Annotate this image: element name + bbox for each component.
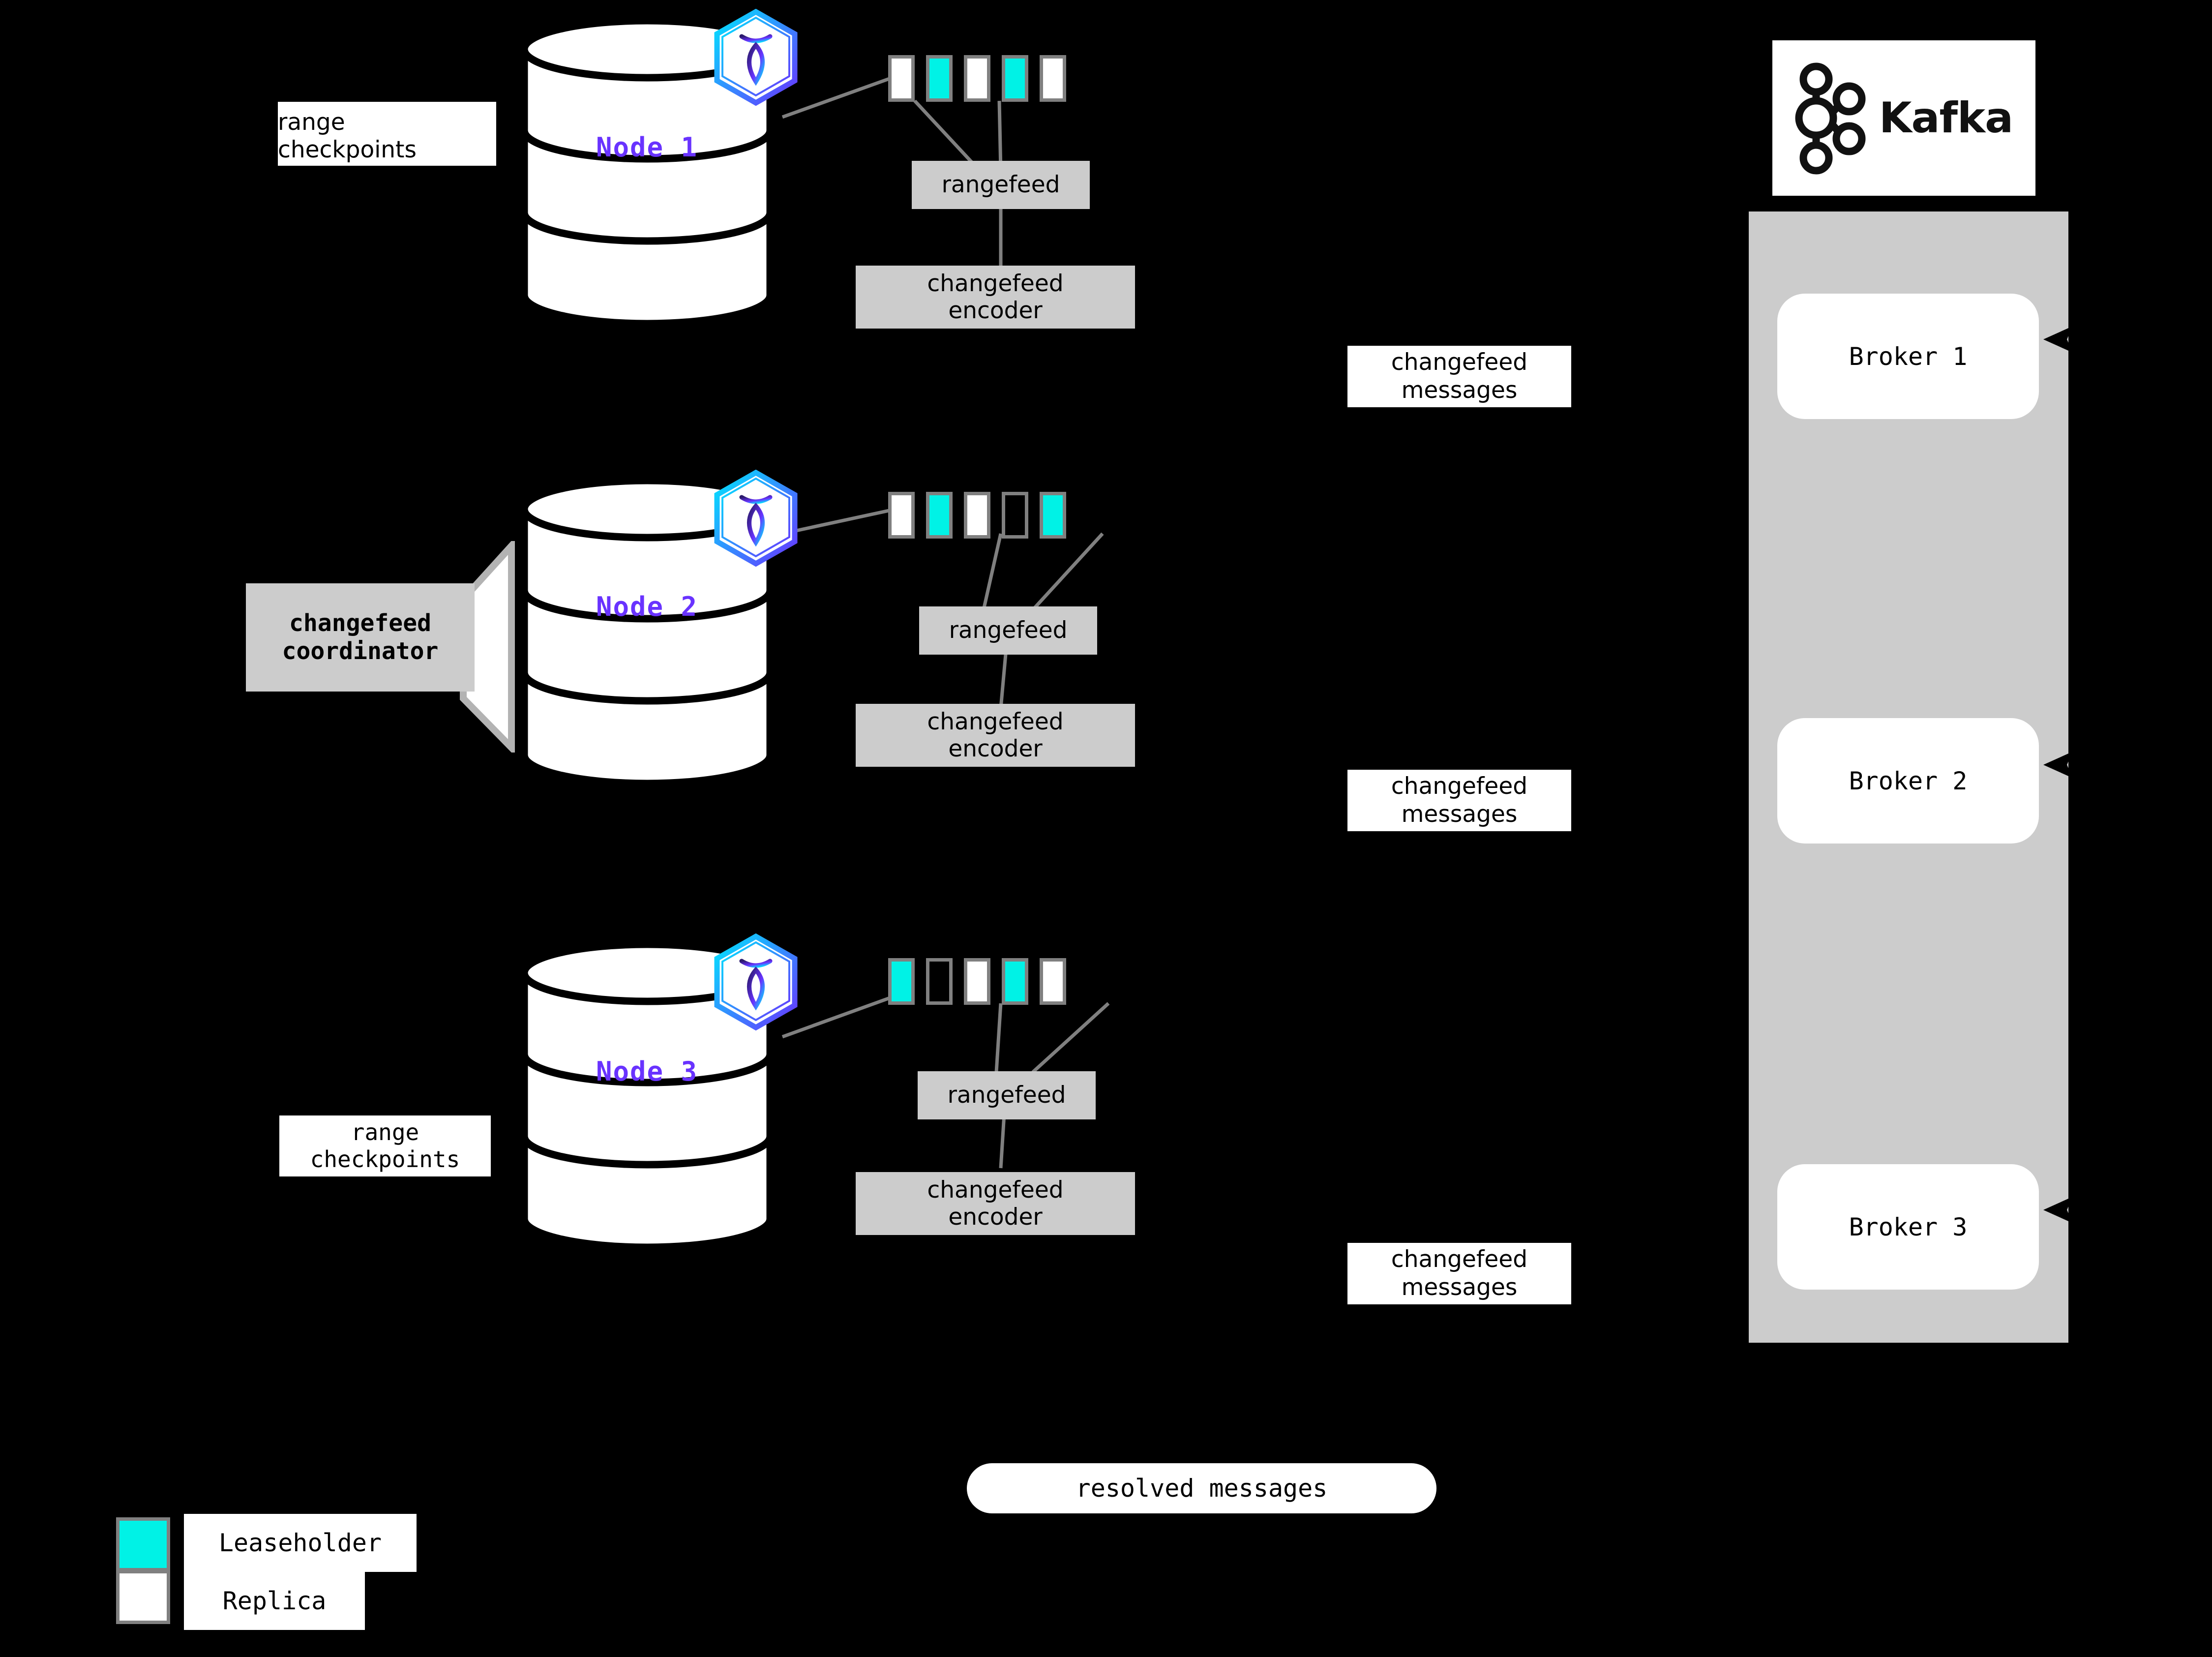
messages-line-1: changefeed — [1391, 773, 1528, 800]
kafka-nodes-icon — [1795, 62, 1866, 175]
encoder-line-2: encoder — [948, 1204, 1043, 1231]
kafka-wordmark: Kafka — [1879, 93, 2013, 143]
range-box — [926, 492, 953, 539]
node-3-range-checkpoints-label: range checkpoints — [279, 1115, 491, 1176]
range-checkpoints-line-2: checkpoints — [278, 136, 417, 163]
range-checkpoints-line-1: range — [351, 1118, 419, 1145]
node-3-changefeed-messages-label: changefeed messages — [1347, 1243, 1571, 1304]
messages-line-1: changefeed — [1391, 349, 1528, 376]
range-box — [1002, 958, 1028, 1005]
node-3-encoder-box: changefeed encoder — [856, 1172, 1135, 1235]
legend-swatch-leaseholder — [116, 1517, 170, 1571]
legend-label-leaseholder: Leaseholder — [184, 1514, 417, 1572]
messages-line-2: messages — [1401, 376, 1518, 404]
node-2-label: Node 2 — [596, 591, 698, 622]
range-box — [1040, 55, 1066, 102]
range-box — [964, 958, 990, 1005]
coordinator-line-1: changefeed — [289, 609, 431, 637]
broker-1-box: Broker 1 — [1777, 294, 2039, 419]
range-box — [888, 55, 915, 102]
messages-line-1: changefeed — [1391, 1246, 1528, 1273]
range-checkpoints-line-2: checkpoints — [310, 1146, 460, 1173]
range-box — [1002, 492, 1028, 539]
legend-swatch-replica — [116, 1570, 170, 1624]
node-1-label: Node 1 — [596, 132, 698, 163]
cockroachdb-hexagon-icon — [713, 933, 799, 1034]
range-box — [964, 492, 990, 539]
node-2-cylinder — [514, 480, 780, 789]
node-3-label: Node 3 — [596, 1056, 698, 1087]
broker-3-inbound-arrow-icon — [2043, 1197, 2073, 1223]
range-box — [926, 958, 953, 1005]
node-1-changefeed-messages-label: changefeed messages — [1347, 346, 1571, 407]
node-3-range-row — [888, 958, 1066, 1005]
node-1-range-row — [888, 55, 1066, 102]
encoder-line-1: changefeed — [927, 708, 1064, 735]
cockroachdb-hexagon-icon — [713, 469, 799, 570]
range-box — [888, 958, 915, 1005]
broker-2-box: Broker 2 — [1777, 718, 2039, 844]
broker-1-inbound-arrow-icon — [2043, 326, 2073, 353]
range-box — [888, 492, 915, 539]
range-box — [1040, 958, 1066, 1005]
resolved-messages-pill: resolved messages — [967, 1463, 1436, 1513]
node-1-cylinder — [514, 20, 780, 330]
encoder-line-1: changefeed — [927, 270, 1064, 297]
legend-label-replica: Replica — [184, 1572, 365, 1630]
changefeed-coordinator-box: changefeed coordinator — [246, 583, 475, 692]
messages-line-2: messages — [1401, 1273, 1518, 1301]
broker-3-box: Broker 3 — [1777, 1164, 2039, 1290]
range-box — [1040, 492, 1066, 539]
range-box — [964, 55, 990, 102]
cockroachdb-hexagon-icon — [713, 8, 799, 109]
range-box — [926, 55, 953, 102]
encoder-line-2: encoder — [948, 735, 1043, 762]
node-3-cylinder — [514, 943, 780, 1253]
node-1-range-checkpoints-label: range checkpoints — [278, 102, 496, 166]
node-3-rangefeed-box: rangefeed — [918, 1071, 1096, 1119]
node-1-rangefeed-box: rangefeed — [912, 161, 1090, 209]
encoder-line-1: changefeed — [927, 1176, 1064, 1204]
broker-2-inbound-arrow-icon — [2043, 752, 2073, 778]
range-box — [1002, 55, 1028, 102]
coordinator-line-2: coordinator — [282, 637, 439, 665]
messages-line-2: messages — [1401, 800, 1518, 828]
node-2-encoder-box: changefeed encoder — [856, 704, 1135, 767]
node-2-changefeed-messages-label: changefeed messages — [1347, 770, 1571, 831]
node-2-range-row — [888, 492, 1066, 539]
range-checkpoints-line-1: range — [278, 108, 345, 136]
node-2-rangefeed-box: rangefeed — [919, 606, 1097, 655]
encoder-line-2: encoder — [948, 297, 1043, 324]
kafka-logo: Kafka — [1772, 40, 2035, 196]
node-1-encoder-box: changefeed encoder — [856, 266, 1135, 329]
